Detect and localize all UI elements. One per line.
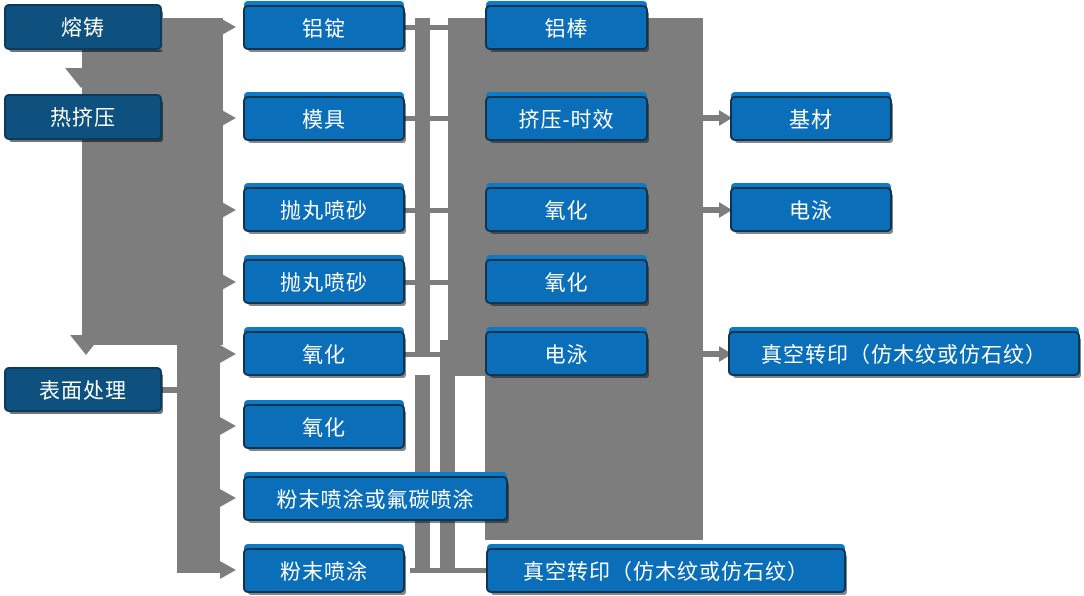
node-melting-casting: 熔铸 [4,4,162,50]
node-shot-blasting-1: 抛丸喷砂 [243,187,405,232]
connector-left-spine-upper [163,18,223,345]
arrowhead-to-oxidation-1 [220,345,236,363]
connector-middle-bar-upper [415,18,430,357]
node-vacuum-transfer-print-2: 真空转印（仿木纹或仿石纹） [728,331,1080,376]
node-vacuum-transfer-print-1: 真空转印（仿木纹或仿石纹） [486,548,846,593]
arrowhead-to-aluminum-ingot [220,18,236,36]
connector-surface-treatment-link [162,387,178,393]
link-powder-coating-to-vacuum-transfer-print-1 [410,568,486,573]
connector-middle-bar-lower [415,375,430,573]
node-electrophoresis-2: 电泳 [730,187,892,232]
node-oxidation-2: 氧化 [243,404,405,449]
node-aluminum-ingot: 铝锭 [243,5,405,50]
node-oxidation-4: 氧化 [485,259,648,304]
arrow-tail-to-vacuum-transfer-print-2 [703,351,720,357]
link-ingot-to-rod [405,25,449,30]
arrowhead-to-oxidation-2 [220,417,236,435]
arrowhead-to-base-material [719,110,732,126]
arrow-tail-to-base-material [703,115,720,121]
link-mold-to-extrusion-aging [405,116,449,121]
node-extrusion-aging: 挤压-时效 [485,96,648,141]
node-oxidation-3: 氧化 [485,187,648,232]
arrowhead-to-powder-coating [220,561,236,579]
down-arrowhead-to-hot-extrusion [65,68,97,88]
node-hot-extrusion: 热挤压 [4,94,162,140]
link-oxidation-1-to-electrophoresis-1 [405,352,449,357]
link-shot-blasting-1-to-oxidation-3 [405,208,449,213]
connector-wide-band-lower [485,376,703,540]
connector-left-spine-lower [177,345,220,573]
node-surface-treatment: 表面处理 [4,367,162,412]
node-electrophoresis-1: 电泳 [485,331,648,376]
node-base-material: 基材 [730,96,892,141]
arrow-tail-to-electrophoresis-2 [703,207,720,213]
node-mold: 模具 [243,96,405,141]
node-aluminum-rod: 铝棒 [485,5,648,50]
arrowhead-to-shot-blasting-1 [220,201,236,219]
node-powder-coating: 粉末喷涂 [243,548,405,593]
arrowhead-to-powder-or-fluorocarbon-coating [220,489,236,507]
link-shot-blasting-2-to-oxidation-4 [405,280,449,285]
arrowhead-to-mold [220,109,236,127]
arrowhead-to-electrophoresis-2 [719,202,732,218]
arrowhead-to-shot-blasting-2 [220,273,236,291]
node-oxidation-1: 氧化 [243,331,405,376]
node-shot-blasting-2: 抛丸喷砂 [243,259,405,304]
down-arrowhead-to-surface-treatment [70,335,102,355]
node-powder-or-fluorocarbon-coating: 粉末喷涂或氟碳喷涂 [243,476,508,521]
